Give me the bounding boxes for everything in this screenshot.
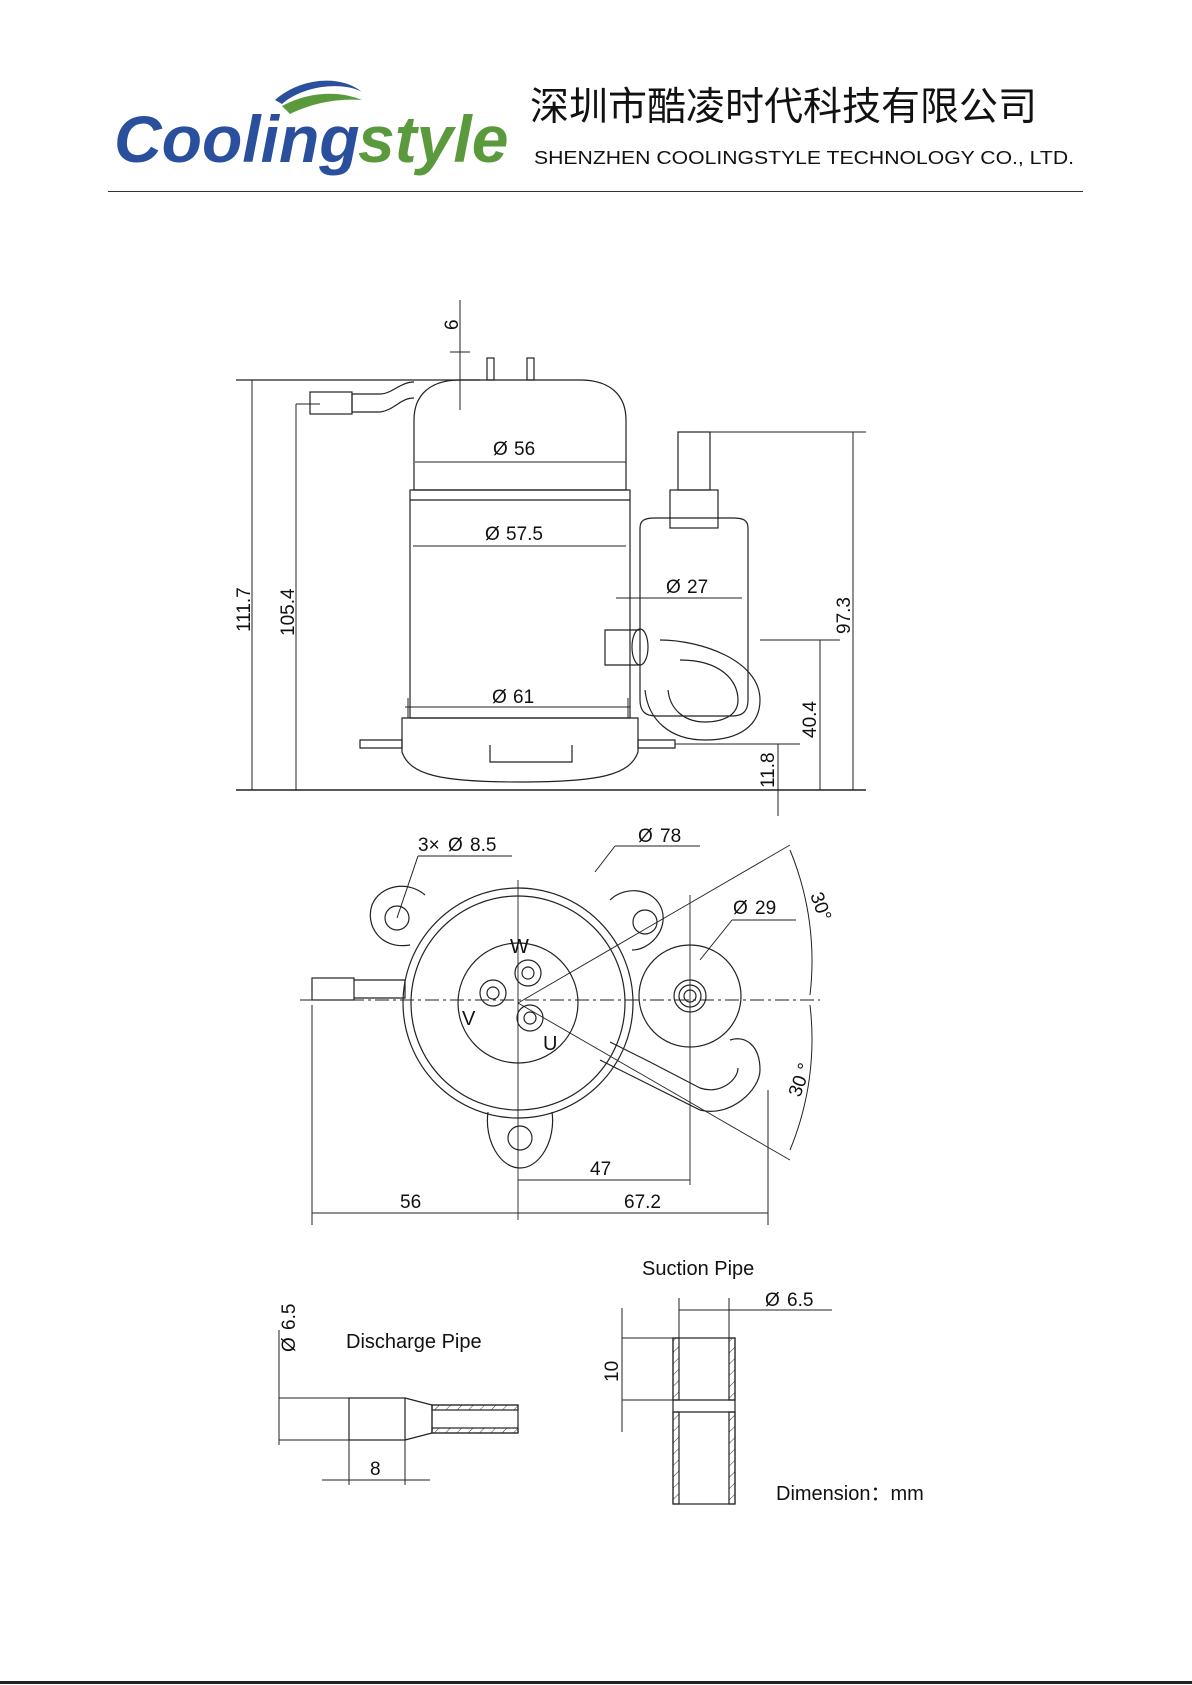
units-note: Dimension：mm <box>776 1483 924 1505</box>
dim-total-height: 111.7 <box>234 587 255 632</box>
dim-left-extent: 56 <box>400 1192 421 1213</box>
dim-discharge-length: 8 <box>370 1459 381 1480</box>
side-view <box>236 300 866 816</box>
dim-cap-diameter: 56 <box>514 439 535 460</box>
dim-suction-diameter: 6.5 <box>787 1290 813 1311</box>
dim-mount-holes: 3× <box>418 835 440 856</box>
dim-suction-height: 40.4 <box>800 701 821 738</box>
dim-mount-circle-diameter: 78 <box>660 826 681 847</box>
dim-accumulator-top-diameter: 29 <box>755 898 776 919</box>
dim-foot-height: 11.8 <box>758 752 779 788</box>
discharge-pipe-title: Discharge Pipe <box>346 1331 482 1353</box>
terminal-u-label: U <box>543 1033 557 1055</box>
phi-shell: Ø <box>485 524 500 545</box>
discharge-pipe-detail <box>279 1330 518 1485</box>
phi-base: Ø <box>492 687 507 708</box>
suction-pipe-detail <box>622 1298 832 1504</box>
dim-shell-diameter: 57.5 <box>506 524 543 545</box>
footer-rule <box>0 1681 1192 1684</box>
dim-base-diameter: 61 <box>513 687 534 708</box>
phi-accumulator: Ø <box>666 577 681 598</box>
suction-pipe-title: Suction Pipe <box>642 1258 754 1280</box>
dim-suction-length: 10 <box>602 1361 623 1382</box>
dim-accumulator-height: 97.3 <box>834 597 855 634</box>
dim-angle-upper: 30° <box>805 890 835 924</box>
dim-right-extent: 67.2 <box>624 1192 661 1213</box>
dim-angle-lower: 30 ° <box>785 1061 816 1100</box>
phi-cap: Ø <box>493 439 508 460</box>
phi-suction: Ø <box>765 1290 780 1311</box>
dim-center-to-accumulator: 47 <box>590 1159 611 1180</box>
dim-top-offset: 6 <box>442 319 463 330</box>
dim-mount-hole-diameter: 8.5 <box>470 835 496 856</box>
dim-accumulator-diameter: 27 <box>687 577 708 598</box>
phi-mount-hole: Ø <box>448 835 463 856</box>
dim-discharge-diameter: 6.5 <box>279 1304 300 1330</box>
terminal-v-label: V <box>462 1008 476 1030</box>
phi-mount-circle: Ø <box>638 826 653 847</box>
phi-discharge: Ø <box>279 1337 300 1352</box>
phi-accumulator-top: Ø <box>733 898 748 919</box>
dim-body-height: 105.4 <box>278 588 299 636</box>
terminal-w-label: W <box>510 936 529 958</box>
